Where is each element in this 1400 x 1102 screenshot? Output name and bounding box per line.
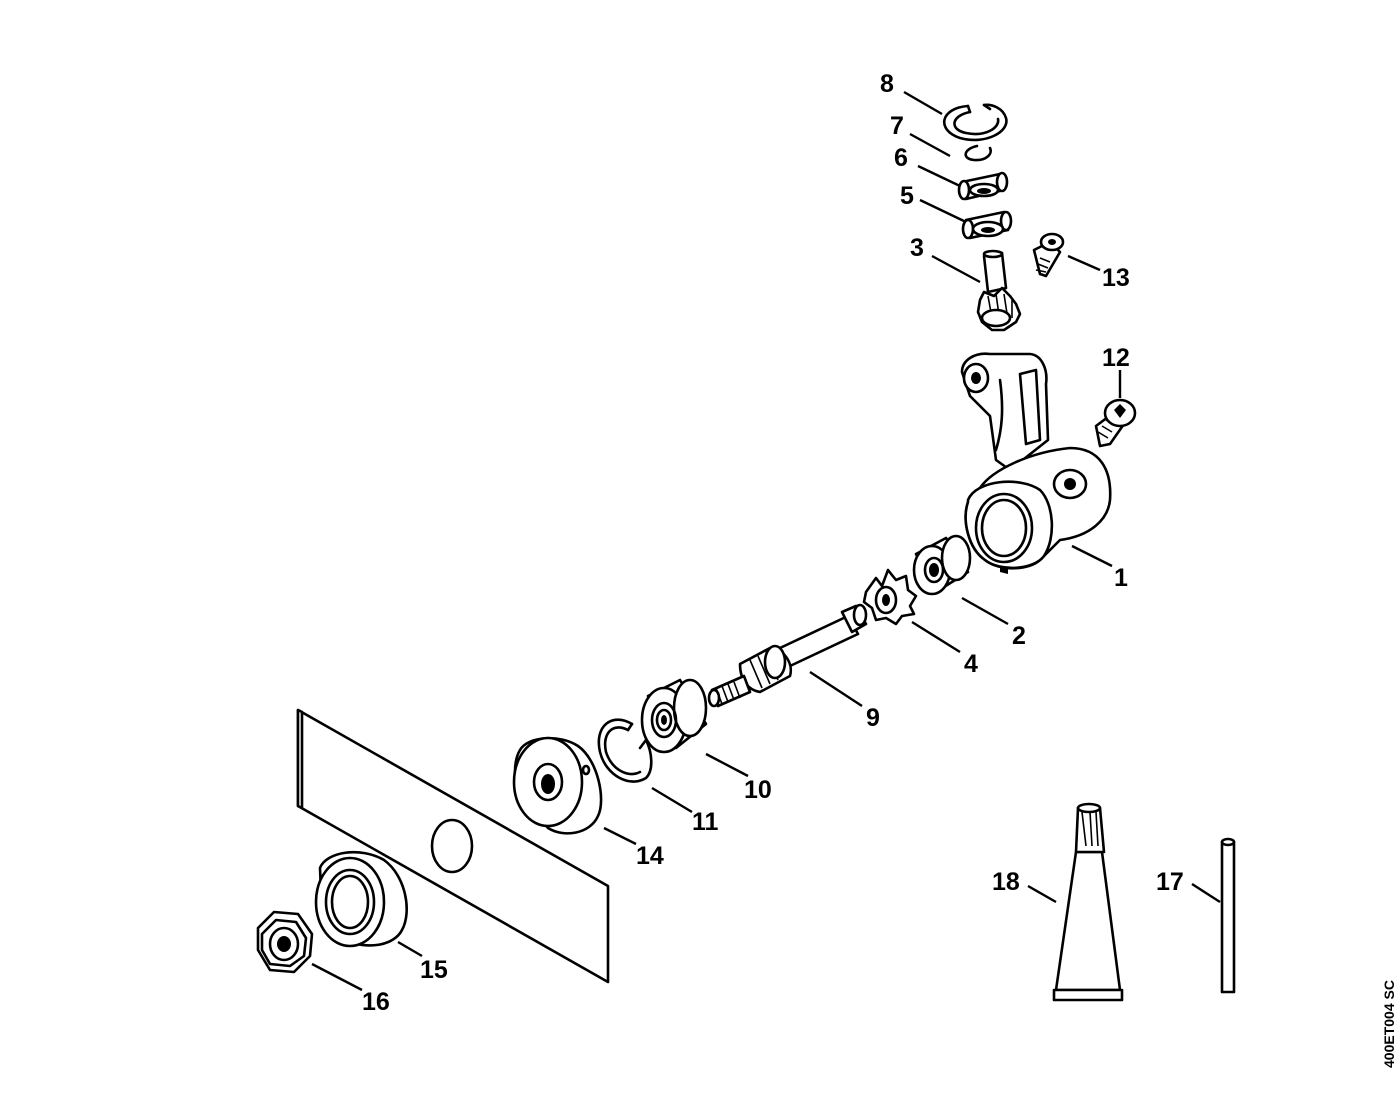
callout-14: 14: [636, 842, 664, 870]
callout-5: 5: [900, 182, 914, 210]
part-12-screw: [1094, 398, 1137, 448]
callout-17: 17: [1156, 868, 1184, 896]
part-7-small-circlip: [964, 144, 992, 162]
part-16-nut: [256, 910, 314, 974]
part-10-bearing: [640, 678, 708, 754]
callout-1: 1: [1114, 564, 1128, 592]
part-14-thrust-plate: [512, 736, 603, 835]
part-6-bearing: [957, 171, 1009, 201]
drawing-reference-code: 400ET004 SC: [1381, 980, 1397, 1068]
part-11-circlip: [597, 718, 653, 783]
part-8-circlip: [942, 103, 1008, 142]
callout-2: 2: [1012, 622, 1026, 650]
callout-15: 15: [420, 956, 448, 984]
callout-12: 12: [1102, 344, 1130, 372]
part-17-rod: [1220, 837, 1236, 994]
leader-lines: [311, 90, 1221, 992]
callout-7: 7: [890, 112, 904, 140]
part-5-bearing: [961, 210, 1013, 240]
blade: [296, 708, 610, 984]
callout-11: 11: [692, 808, 719, 836]
part-3-pinion-shaft: [976, 249, 1022, 332]
part-9-drive-shaft: [707, 603, 868, 708]
callout-3: 3: [910, 234, 924, 262]
part-18-grease-tube: [1052, 802, 1124, 1002]
callout-16: 16: [362, 988, 390, 1016]
callout-10: 10: [744, 776, 772, 804]
callout-4: 4: [964, 650, 978, 678]
part-2-bearing: [912, 534, 972, 596]
part-1-gear-housing: [960, 352, 1112, 574]
callout-9: 9: [866, 704, 880, 732]
part-15-thrust-washer: [314, 850, 408, 948]
callout-labels: 8 7 6 5 3 13 12 1 2 4 9 10 11 14 15 16 1…: [362, 70, 1184, 1016]
callout-8: 8: [880, 70, 894, 98]
part-13-screw: [1032, 232, 1065, 278]
callout-18: 18: [992, 868, 1020, 896]
callout-13: 13: [1102, 264, 1130, 292]
part-4-bevel-gear: [862, 568, 918, 626]
callout-6: 6: [894, 144, 908, 172]
